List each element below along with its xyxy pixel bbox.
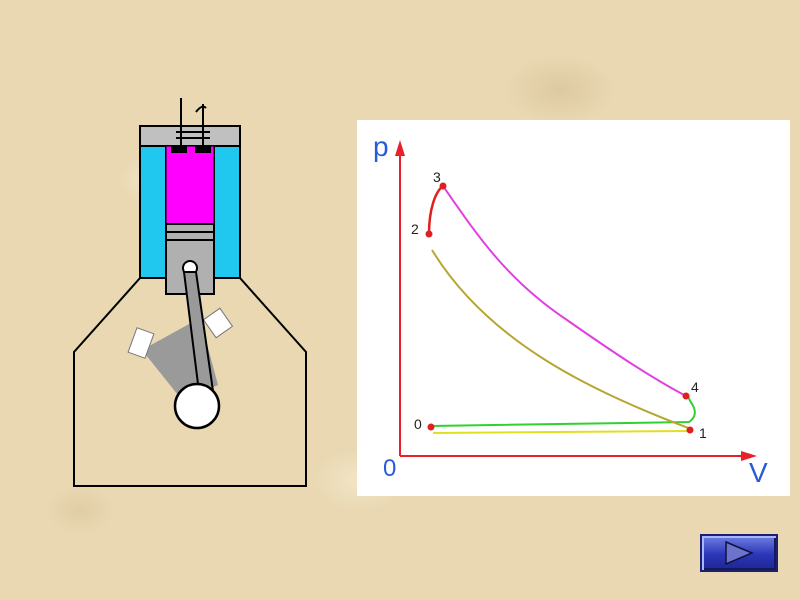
point-label-3: 3 <box>433 169 441 185</box>
intake-line <box>430 395 696 427</box>
point-label-4: 4 <box>691 379 699 395</box>
state-point-2 <box>425 230 433 238</box>
state-point-3 <box>439 182 447 190</box>
counterweight-left <box>127 327 155 359</box>
pv-diagram-panel: p V 0 0 1 2 3 4 <box>357 120 790 496</box>
cylinder-head <box>139 125 241 147</box>
state-point-4 <box>682 392 690 400</box>
y-axis-arrow <box>395 140 405 156</box>
counterweight-right <box>202 307 234 339</box>
next-slide-button[interactable] <box>700 534 778 572</box>
state-point-0 <box>427 423 435 431</box>
x-axis-arrow <box>741 451 757 461</box>
combustion-gas <box>165 145 215 225</box>
x-axis-label: V <box>749 457 768 488</box>
crank-pin <box>173 382 221 430</box>
water-jacket-left <box>139 145 167 279</box>
combustion-curve <box>427 185 444 235</box>
engine-cylinder-illustration <box>73 98 307 487</box>
state-point-1 <box>686 426 694 434</box>
play-triangle-icon <box>725 541 754 565</box>
origin-label: 0 <box>383 455 396 482</box>
point-label-1: 1 <box>699 425 707 441</box>
valve-assembly <box>171 98 211 153</box>
y-axis-label: p <box>373 131 389 162</box>
water-jacket-right <box>213 145 241 279</box>
compression-curve <box>431 249 692 430</box>
pv-diagram: p V 0 0 1 2 3 4 <box>373 131 768 488</box>
point-label-0: 0 <box>414 416 422 432</box>
point-label-2: 2 <box>411 221 419 237</box>
exhaust-line <box>432 430 691 434</box>
expansion-curve <box>442 185 687 397</box>
